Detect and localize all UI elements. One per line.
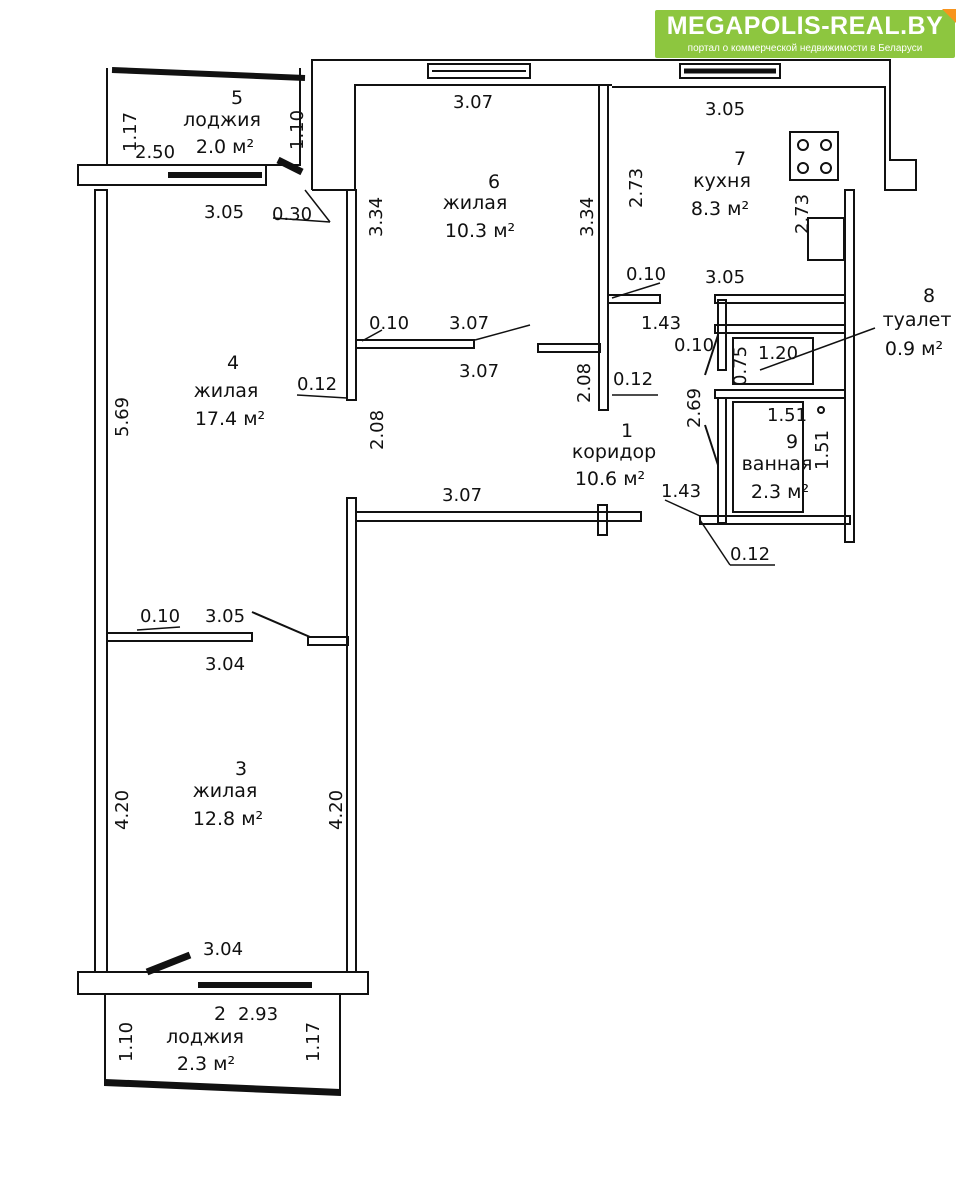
svg-text:1.10: 1.10: [116, 1022, 137, 1062]
svg-text:туалет: туалет: [883, 309, 952, 331]
corner-fold-icon: [942, 9, 956, 23]
room-6: 6 жилая 10.3 м²: [443, 171, 515, 242]
svg-text:3.05: 3.05: [705, 267, 745, 288]
svg-text:0.12: 0.12: [730, 544, 770, 565]
svg-text:10.6 м²: 10.6 м²: [575, 468, 645, 490]
svg-text:кухня: кухня: [693, 170, 751, 192]
room-1: 1 коридор 10.6 м²: [572, 420, 656, 490]
top-wall: [311, 59, 917, 191]
brand-name: MEGAPOLIS-REAL.BY: [666, 12, 944, 40]
svg-text:3.07: 3.07: [449, 313, 489, 334]
svg-text:3.04: 3.04: [205, 654, 245, 675]
svg-text:3.05: 3.05: [205, 606, 245, 627]
room-7: 7 кухня 8.3 м²: [691, 148, 751, 220]
svg-text:2.3 м²: 2.3 м²: [751, 481, 809, 503]
brand-badge[interactable]: MEGAPOLIS-REAL.BY портал о коммерческой …: [655, 9, 956, 58]
room-4: 4 жилая 17.4 м²: [194, 352, 265, 430]
svg-text:17.4 м²: 17.4 м²: [195, 408, 265, 430]
svg-text:1.43: 1.43: [661, 481, 701, 502]
svg-text:3.05: 3.05: [705, 99, 745, 120]
svg-text:2.73: 2.73: [792, 194, 813, 234]
outer-wall-left: [94, 189, 108, 973]
svg-text:3.04: 3.04: [203, 939, 243, 960]
svg-text:2.69: 2.69: [684, 388, 705, 428]
svg-text:2.0 м²: 2.0 м²: [196, 136, 254, 158]
svg-text:2.93: 2.93: [238, 1004, 278, 1025]
svg-text:7: 7: [734, 148, 746, 170]
room-2: 2 лоджия 2.3 м²: [166, 1003, 244, 1075]
svg-text:0.10: 0.10: [674, 335, 714, 356]
svg-text:5: 5: [231, 87, 243, 109]
svg-text:1.51: 1.51: [767, 405, 807, 426]
svg-text:10.3 м²: 10.3 м²: [445, 220, 515, 242]
svg-text:4.20: 4.20: [326, 790, 347, 830]
svg-text:3.07: 3.07: [442, 485, 482, 506]
svg-text:1.10: 1.10: [287, 110, 308, 150]
svg-text:0.75: 0.75: [730, 346, 751, 386]
svg-text:1.17: 1.17: [120, 112, 141, 152]
svg-text:2: 2: [214, 1003, 226, 1025]
svg-text:лоджия: лоджия: [166, 1026, 244, 1048]
svg-text:1.17: 1.17: [303, 1022, 324, 1062]
svg-text:3.34: 3.34: [577, 197, 598, 237]
svg-text:2.08: 2.08: [367, 410, 388, 450]
svg-text:жилая: жилая: [443, 192, 508, 214]
svg-text:1: 1: [621, 420, 633, 442]
svg-text:1.20: 1.20: [758, 343, 798, 364]
svg-text:2.08: 2.08: [574, 363, 595, 403]
svg-text:жилая: жилая: [193, 780, 258, 802]
svg-text:4: 4: [227, 352, 239, 374]
room-5: 5 лоджия 2.0 м²: [183, 87, 261, 158]
svg-text:коридор: коридор: [572, 441, 656, 463]
wall-4-6: [346, 189, 357, 401]
svg-text:0.10: 0.10: [369, 313, 409, 334]
svg-text:жилая: жилая: [194, 380, 259, 402]
svg-text:2.50: 2.50: [135, 142, 175, 163]
svg-text:ванная: ванная: [742, 453, 813, 475]
toilet-fixture: [732, 337, 814, 385]
svg-text:8: 8: [923, 285, 935, 307]
svg-text:лоджия: лоджия: [183, 109, 261, 131]
svg-text:12.8 м²: 12.8 м²: [193, 808, 263, 830]
svg-text:0.10: 0.10: [140, 606, 180, 627]
svg-text:9: 9: [786, 431, 798, 453]
dimension-labels: 1.17 2.50 1.10 3.05 0.30 3.07 3.34 3.34 …: [112, 92, 833, 1062]
stove: [789, 131, 839, 181]
brand-tagline: портал о коммерческой недвижимости в Бел…: [687, 43, 923, 54]
room-labels: 5 лоджия 2.0 м² 6 жилая 10.3 м² 7 кухня …: [166, 87, 951, 1075]
svg-text:5.69: 5.69: [112, 397, 133, 437]
svg-text:0.10: 0.10: [626, 264, 666, 285]
svg-text:2.3 м²: 2.3 м²: [177, 1053, 235, 1075]
svg-text:3.34: 3.34: [366, 197, 387, 237]
svg-text:0.12: 0.12: [613, 369, 653, 390]
svg-text:3.07: 3.07: [459, 361, 499, 382]
svg-text:3.05: 3.05: [204, 202, 244, 223]
walls: [77, 59, 917, 1097]
wall-6-7: [598, 84, 609, 411]
svg-text:3: 3: [235, 758, 247, 780]
room-8: 8 туалет 0.9 м²: [883, 285, 952, 360]
svg-text:0.12: 0.12: [297, 374, 337, 395]
room-3: 3 жилая 12.8 м²: [193, 758, 263, 830]
room-9: 9 ванная 2.3 м²: [742, 431, 813, 503]
svg-text:8.3 м²: 8.3 м²: [691, 198, 749, 220]
svg-text:0.30: 0.30: [272, 204, 312, 225]
svg-text:4.20: 4.20: [112, 790, 133, 830]
svg-text:1.43: 1.43: [641, 313, 681, 334]
kitchen-sink: [807, 217, 845, 261]
svg-text:2.73: 2.73: [626, 168, 647, 208]
svg-text:1.51: 1.51: [812, 430, 833, 470]
wall-3-4: [346, 497, 357, 974]
svg-text:6: 6: [488, 171, 500, 193]
svg-text:3.07: 3.07: [453, 92, 493, 113]
svg-text:0.9 м²: 0.9 м²: [885, 338, 943, 360]
